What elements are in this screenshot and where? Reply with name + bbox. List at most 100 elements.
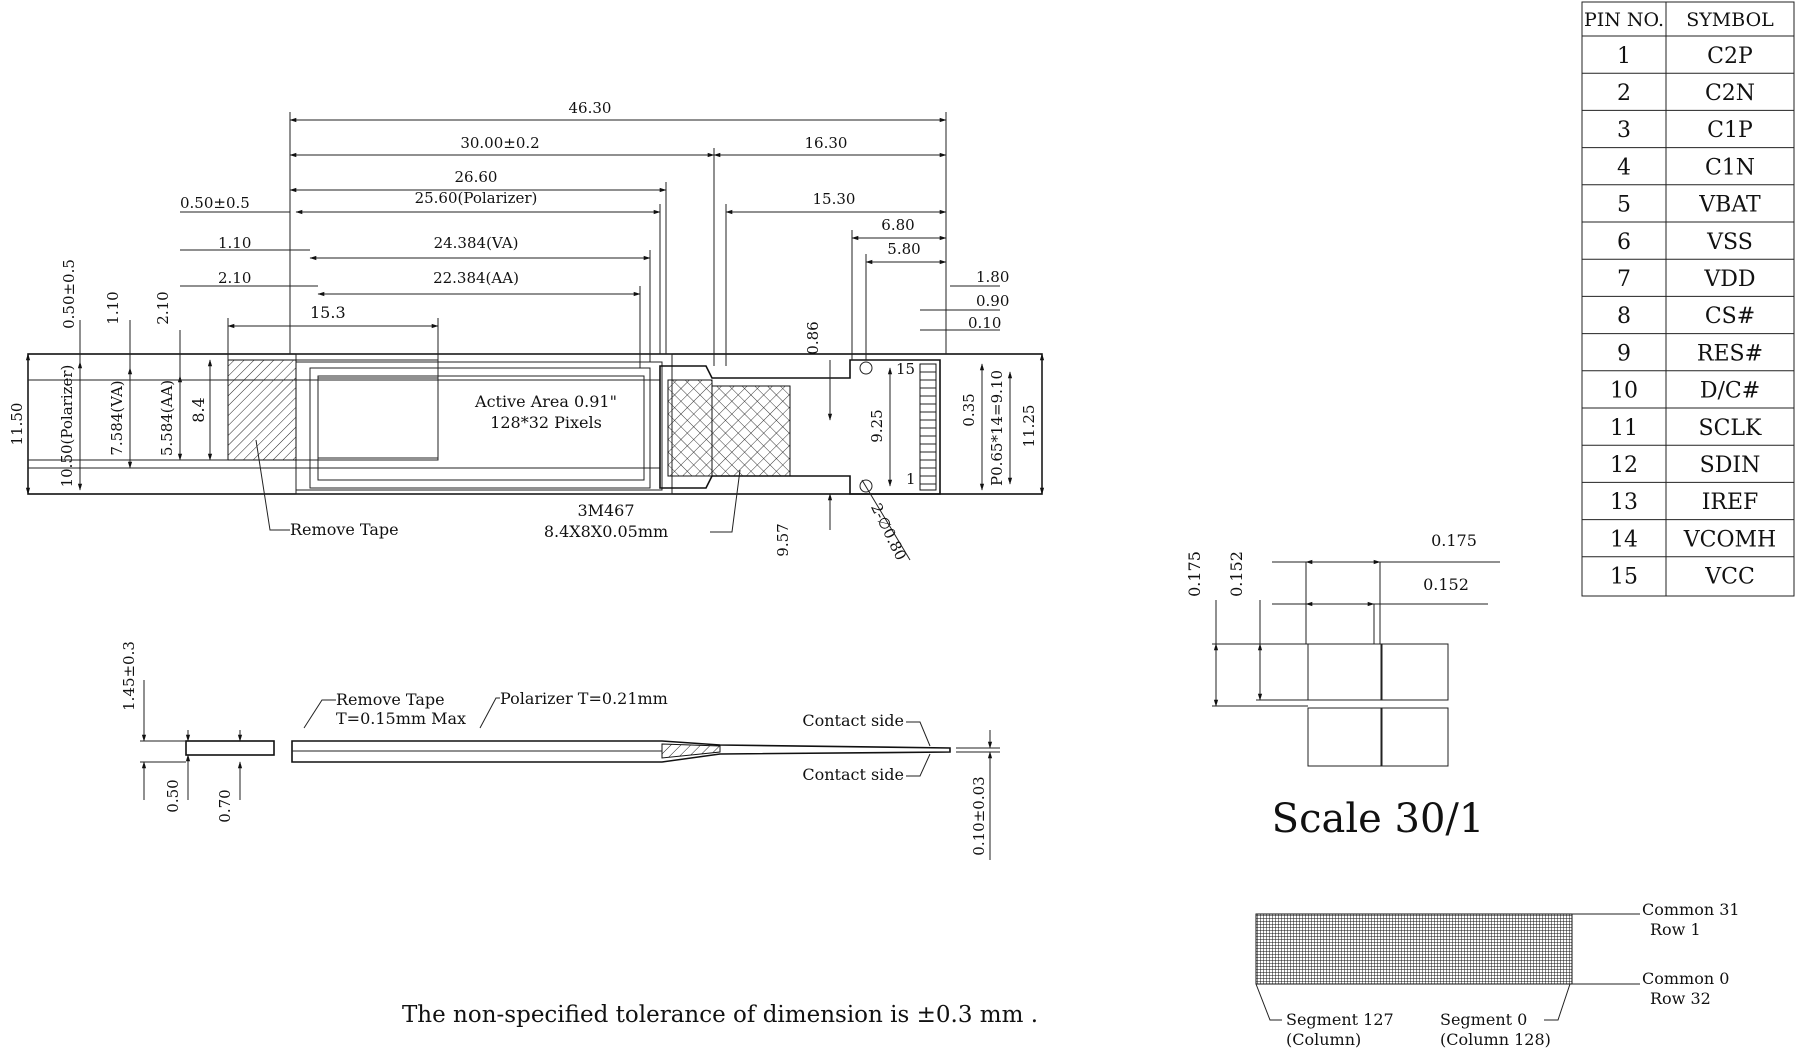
dim-010: 0.10 [968,314,1001,332]
dim-680: 6.80 [881,216,914,234]
side-view-labels: 1.45±0.3 Remove Tape T=0.15mm Max Polari… [120,641,988,856]
fpc-stiffener-b [711,385,791,477]
dim-fpc: 16.30 [805,134,848,152]
pin-symbol: C1N [1705,155,1755,180]
pixels-label: 128*32 Pixels [490,413,602,432]
pin-table: PIN NO. SYMBOL 1 C2P 2 C2N 3 C1P 4 C1N 5 VBAT 6 VSS… [1581,1,1795,597]
remove-tape-hatch [227,359,297,461]
remove-tape-label: Remove Tape [290,520,399,539]
pixel-detail-labels: 0.175 0.152 0.175 0.152 Scale 30/1 [1185,531,1484,842]
pixel-matrix [1255,913,1640,1021]
dim-035: 0.35 [960,393,978,426]
pin-number: 7 [1617,267,1631,292]
matrix-common0: Common 0 [1642,969,1729,988]
dim-957: 9.57 [774,523,792,556]
dim-180: 1.80 [976,268,1009,286]
pin-symbol: C2P [1707,44,1753,69]
side-glass-left [185,740,275,756]
side-dim-145: 1.45±0.3 [120,641,138,711]
va-outline [309,367,651,489]
pixel-detail [1212,559,1500,767]
dim-holes: 2-∅0.80 [867,500,910,563]
pin-number: 2 [1617,81,1631,106]
fpc-outline [659,359,941,495]
pin-number: 1 [1617,44,1631,69]
scale-label: Scale 30/1 [1272,796,1485,842]
side-contact-top: Contact side [802,711,904,730]
glass-outline [295,353,673,495]
pin-symbol: VSS [1706,230,1753,255]
dim-polarizer: 25.60(Polarizer) [415,189,538,207]
pin-number: 10 [1610,379,1638,404]
pixel-h-152: 0.152 [1423,575,1469,594]
dim-fpc-from-glass: 15.30 [813,190,856,208]
matrix-common31: Common 31 [1642,900,1740,919]
pin-number: 11 [1610,416,1638,441]
polarizer-outline [295,361,663,491]
tape-size-label: 8.4X8X0.05mm [544,522,668,541]
matrix-grid [1255,913,1573,985]
dim-tape-width: 15.3 [310,303,346,322]
dim-090: 0.90 [976,292,1009,310]
dim-1125: 11.25 [1020,405,1038,448]
side-dim-010: 0.10±0.03 [970,776,988,855]
pin-number: 3 [1617,118,1631,143]
side-glass-main [291,740,951,763]
pixel-matrix-labels: Common 31 Row 1 Common 0 Row 32 Segment … [1286,900,1740,1049]
side-remove-tape: Remove Tape [336,690,445,709]
pixel-v-175: 0.175 [1185,551,1204,597]
side-dim-070: 0.70 [216,789,234,822]
matrix-row32: Row 32 [1650,989,1711,1008]
side-dim-050: 0.50 [164,779,182,812]
dim-height-va: 7.584(VA) [108,380,126,455]
pixel-cell-2 [1381,643,1449,701]
dim-height-polarizer: 10.50(Polarizer) [58,365,76,488]
pin-symbol: VBAT [1698,193,1761,218]
matrix-col127: (Column) [1286,1030,1361,1049]
pin-number: 15 [1610,565,1638,590]
pixel-cell-1 [1307,643,1382,701]
pin-number: 6 [1617,230,1631,255]
dim-v-110: 1.10 [104,291,122,324]
pin-number: 5 [1617,193,1631,218]
matrix-col128: (Column 128) [1440,1030,1551,1049]
dim-height-aa: 5.584(AA) [158,380,176,456]
pin-symbol: SDIN [1700,453,1761,478]
pin-symbol: C2N [1705,81,1755,106]
hole-top [859,361,873,375]
dim-offset-110: 1.10 [218,234,251,252]
side-view [140,680,1000,860]
tape-name-label: 3M467 [577,501,634,520]
fpc-pins [919,363,937,491]
side-contact-bottom: Contact side [802,765,904,784]
pin-symbol: C1P [1707,118,1753,143]
pin-15-label: 15 [896,360,915,378]
pin-symbol: VCOMH [1683,527,1776,552]
dim-height-tape: 8.4 [189,397,208,422]
tape-window [317,377,439,459]
pin-symbol: RES# [1697,341,1763,366]
pixel-cell-3 [1307,707,1382,767]
dim-580: 5.80 [887,240,920,258]
pin-number: 12 [1610,453,1638,478]
pixel-v-152: 0.152 [1227,551,1246,597]
pin-number: 8 [1617,304,1631,329]
pin-number: 4 [1617,155,1631,180]
dim-aa: 22.384(AA) [433,269,519,287]
dim-offset-210: 2.10 [218,269,251,287]
dim-925: 9.25 [868,409,886,442]
pixel-cell-4 [1381,707,1449,767]
side-tape-thickness: T=0.15mm Max [336,709,466,728]
pin-header-symbol: SYMBOL [1686,9,1774,31]
dim-glass: 30.00±0.2 [460,134,539,152]
side-polarizer-thickness: Polarizer T=0.21mm [500,689,668,708]
dim-va: 24.384(VA) [434,234,519,252]
pixel-h-175: 0.175 [1431,531,1477,550]
pin-number: 14 [1610,527,1638,552]
pin-header-no: PIN NO. [1584,9,1664,31]
pin-symbol: D/C# [1700,379,1760,404]
pin-symbol: VCC [1704,565,1755,590]
active-area-label: Active Area 0.91" [474,392,617,411]
dim-overall: 46.30 [569,99,612,117]
